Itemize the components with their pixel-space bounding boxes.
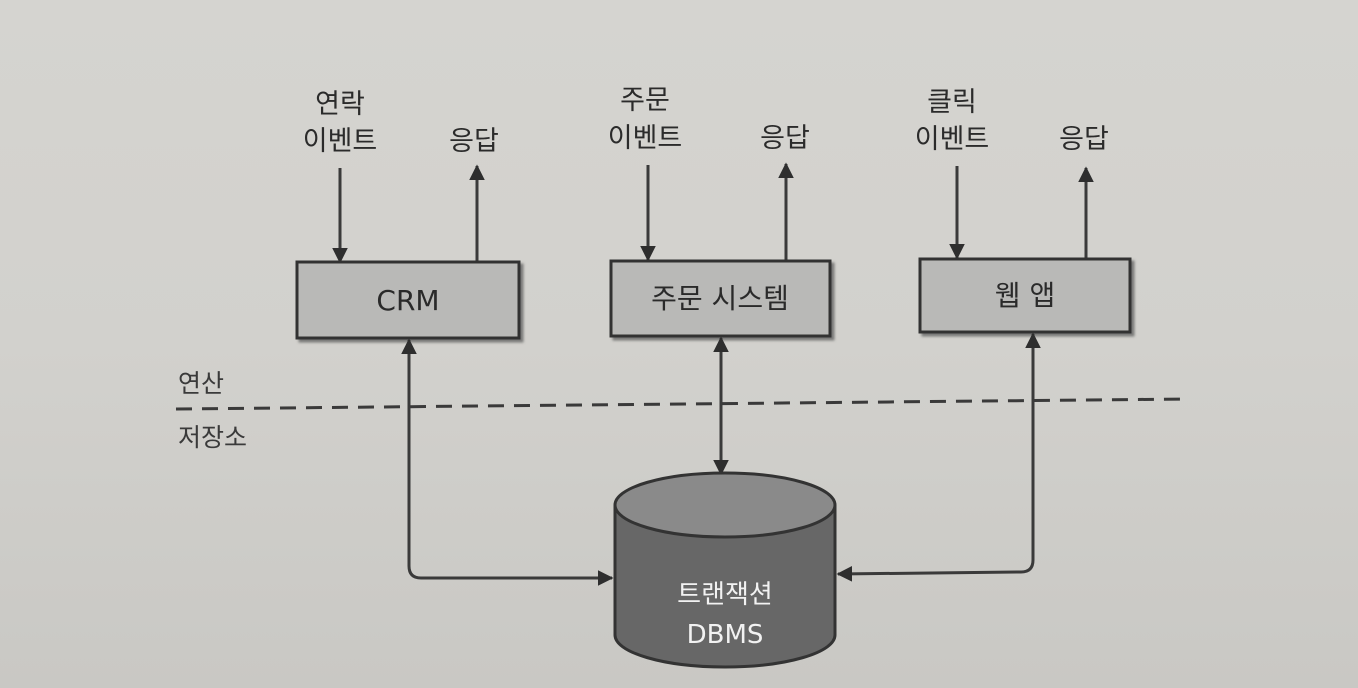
- dbms-label-line1: 트랜잭션: [677, 580, 773, 610]
- crm-response-label: 응답: [449, 126, 499, 157]
- order-event-label-line2: 이벤트: [608, 123, 683, 154]
- dbms-cylinder: 트랜잭션 DBMS: [613, 471, 837, 669]
- crm-box-label: CRM: [376, 284, 439, 317]
- web-app-box-label: 웹 앱: [995, 279, 1055, 312]
- compute-layer-label: 연산: [178, 369, 224, 398]
- order-response-label: 응답: [760, 123, 810, 154]
- order-event-label-line1: 주문: [620, 85, 670, 116]
- web-db-connection: [836, 332, 1041, 582]
- dbms-label-line2: DBMS: [687, 620, 764, 650]
- click-event-label-line1: 클릭: [927, 87, 977, 118]
- web-app-box: 웹 앱: [918, 257, 1132, 334]
- web-response-label: 응답: [1059, 124, 1109, 155]
- click-event-label-line2: 이벤트: [915, 124, 990, 155]
- layer-divider: [175, 397, 1189, 411]
- order-system-box-label: 주문 시스템: [651, 282, 789, 315]
- crm-event-label-line2: 이벤트: [303, 126, 378, 157]
- crm-event-label-line1: 연락: [315, 89, 365, 120]
- crm-box: CRM: [295, 260, 521, 340]
- order-system-box: 주문 시스템: [609, 259, 832, 338]
- crm-db-connection: [401, 338, 614, 586]
- storage-layer-label: 저장소: [178, 423, 247, 452]
